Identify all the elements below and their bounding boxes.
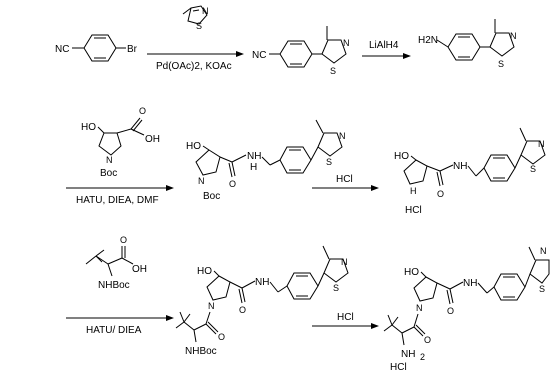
hydroxyl-label-4: HO <box>197 266 212 277</box>
hcl-salt-label-2: HCl <box>390 362 407 373</box>
thiazole-s-label-6: S <box>333 283 339 293</box>
boc-tert-leucine: O OH NHBoc <box>85 235 147 291</box>
amine-hcl-intermediate: HO O NH N S H HCl <box>394 127 546 216</box>
amide-h-label: H <box>250 162 257 173</box>
boc-amide-intermediate: HO O NH H N S N Boc <box>186 119 346 202</box>
step3-reagents: HATU, DIEA, DMF <box>76 195 159 206</box>
final-product-hcl: HO O NH N S N O NH 2 HCl <box>383 246 550 373</box>
thiazole-s-label-5: S <box>530 164 536 174</box>
step6-reagents: HCl <box>337 312 354 323</box>
step2-reagents: LiAlH4 <box>369 40 399 51</box>
thiazole-n-label-3: N <box>510 31 517 41</box>
arrow-step5 <box>66 315 174 321</box>
thiazole-s-label: S <box>196 21 202 31</box>
hydroxyl-label-2: HO <box>186 141 201 152</box>
final-amine-label: NH <box>401 349 415 360</box>
amide-nh-label-3: NH <box>255 277 269 288</box>
methylthiazole-reagent: N S <box>182 5 209 31</box>
hydroxyl-label-3: HO <box>394 151 409 162</box>
carbonyl-o-label: O <box>139 106 146 116</box>
hydroxyl-label: HO <box>81 122 96 133</box>
step1-reagents: Pd(OAc)2, KOAc <box>156 61 232 72</box>
hcl-salt-label: HCl <box>405 205 422 216</box>
proline-n-label-3: N <box>208 301 215 311</box>
amide-o-label-3: O <box>239 305 246 315</box>
acid-oh-label-2: OH <box>132 264 147 275</box>
amide-o-label-6: O <box>424 335 431 345</box>
thiazole-s-label-2: S <box>330 66 336 76</box>
pyrrolidine-nh-label: H <box>410 186 417 196</box>
amide-o-label: O <box>229 179 236 189</box>
step5-reagents: HATU/ DIEA <box>86 325 142 336</box>
amide-nh-label-4: NH <box>463 278 477 289</box>
final-amine-subscript: 2 <box>420 352 425 362</box>
step4-reagents: HCl <box>336 174 353 185</box>
arrow-step6 <box>312 323 379 329</box>
thiazole-n-label: N <box>202 6 209 16</box>
proline-n-label-4: N <box>416 303 423 313</box>
thiazole-n-label-6: N <box>341 257 348 267</box>
thiazole-s-label-7: S <box>539 284 545 294</box>
boc-label: Boc <box>100 168 117 179</box>
bromine-label: Br <box>127 44 138 55</box>
nhboc-label-2: NHBoc <box>185 346 217 357</box>
amide-nh-label-2: NH <box>453 161 467 172</box>
arrow-step4 <box>312 185 379 191</box>
amide-nh-label: NH <box>247 151 261 162</box>
amine-label: H2N <box>418 35 438 46</box>
proline-n-label-2: N <box>198 176 205 186</box>
hydroxyl-label-5: HO <box>404 267 419 278</box>
arrow-step2 <box>362 53 411 59</box>
thiazole-s-label-3: S <box>498 59 504 69</box>
thiazole-n-label-4: N <box>339 131 346 141</box>
carbonyl-o-label-2: O <box>120 235 127 245</box>
boc-hydroxyproline: HO O OH N Boc <box>81 106 160 179</box>
proline-n-label: N <box>106 155 113 165</box>
boc-label-2: Boc <box>203 191 220 202</box>
amide-o-label-2: O <box>437 189 444 199</box>
nitrile-label: NC <box>55 44 69 55</box>
amide-o-label-5: O <box>447 306 454 316</box>
arrow-step3 <box>66 185 174 191</box>
nhboc-label: NHBoc <box>98 280 130 291</box>
nitrile-label-2: NC <box>252 50 266 61</box>
thiazole-n-label-2: N <box>343 38 350 48</box>
boc-tle-intermediate: HO O NH N S N O NHBoc <box>175 245 349 357</box>
thiazole-s-label-4: S <box>326 157 332 167</box>
thiazolyl-benzonitrile: NC N S <box>252 26 350 76</box>
thiazole-n-label-5: N <box>538 139 545 149</box>
bromobenzonitrile: NC Br <box>55 34 138 62</box>
benzylamine-thiazole: H2N N S <box>418 19 517 69</box>
acid-oh-label: OH <box>145 134 160 145</box>
amide-o-label-4: O <box>218 332 225 342</box>
arrow-step1 <box>147 51 244 57</box>
thiazole-n-label-7: N <box>540 246 547 256</box>
